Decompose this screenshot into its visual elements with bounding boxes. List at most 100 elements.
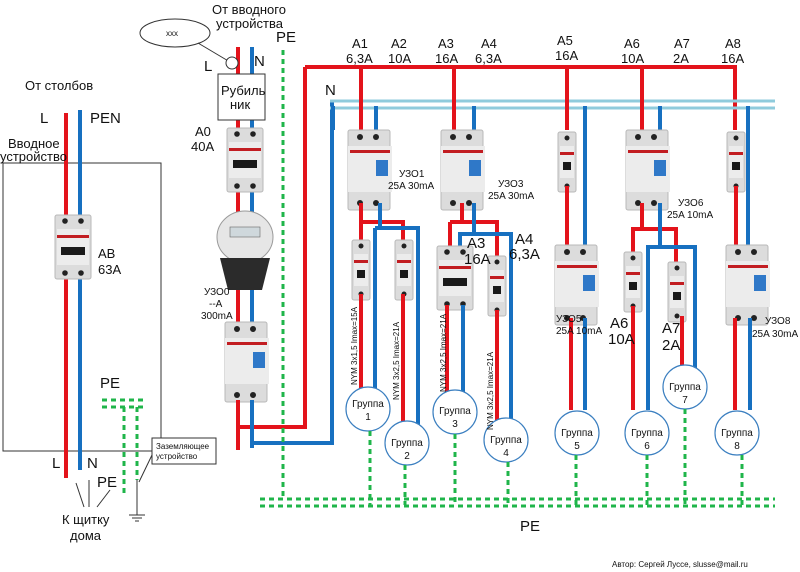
uzo5-name: УЗО5	[556, 314, 582, 325]
intro-device-label-2: устройство	[0, 149, 67, 164]
rcd-uzo1	[347, 129, 393, 211]
svg-text:1: 1	[365, 412, 371, 423]
ground-device-callout	[151, 437, 217, 465]
N-bus-label: N	[325, 82, 336, 99]
from-intro-label-2: устройства	[216, 16, 284, 31]
uzo6-name: УЗО6	[678, 198, 704, 209]
uzo1-spec: 25A 30mA	[388, 181, 434, 192]
a6-inline-name: A6	[610, 315, 628, 332]
svg-text:10A: 10A	[621, 51, 644, 66]
group-labels: Группа 1 Группа 2 Группа 3 Группа 4 Груп…	[352, 382, 753, 462]
uzo3-spec: 25A 30mA	[488, 191, 534, 202]
xxx-label: xxx	[166, 29, 178, 38]
svg-text:6,3A: 6,3A	[475, 51, 502, 66]
L-label-top: L	[40, 110, 48, 127]
svg-text:10A: 10A	[388, 51, 411, 66]
svg-text:5: 5	[574, 441, 580, 452]
svg-text:A8: A8	[725, 36, 741, 51]
a6-inline-rating: 10A	[608, 331, 635, 348]
pe-bus-label: PE	[520, 518, 540, 535]
L-label-bottom: L	[52, 455, 60, 472]
breaker-a7-inline	[667, 261, 687, 323]
a4-inline-name: A4	[515, 231, 533, 248]
svg-text:A5: A5	[557, 33, 573, 48]
svg-text:A4: A4	[481, 36, 497, 51]
ground-icon	[129, 514, 145, 522]
ground-device-label-1: Заземляющее	[156, 442, 210, 451]
a3-inline-rating: 16A	[464, 251, 491, 268]
svg-text:6,3A: 6,3A	[346, 51, 373, 66]
uzo8-spec: 25A 30mA	[752, 329, 798, 340]
uzo6-spec: 25A 10mA	[667, 210, 713, 221]
a0-rating: 40A	[191, 139, 214, 154]
switch-label-2: ник	[230, 97, 250, 112]
uzo3-name: УЗО3	[498, 179, 524, 190]
svg-text:Группа: Группа	[490, 435, 522, 446]
current-clamp-icon	[225, 56, 239, 70]
rcd-uzo6	[625, 129, 671, 211]
breaker-a2	[394, 239, 414, 301]
breaker-a6-inline	[623, 251, 643, 313]
switch-label-1: Рубиль	[221, 83, 266, 98]
uzo0-leak: 300mA	[201, 311, 233, 322]
rcd-uzo0	[224, 321, 270, 403]
breaker-a1	[351, 239, 371, 301]
to-panel-label-1: К щитку	[62, 512, 110, 527]
from-intro-label-1: От вводного	[212, 2, 286, 17]
svg-text:A7: A7	[674, 36, 690, 51]
svg-text:A3: A3	[438, 36, 454, 51]
uzo0-current: --A	[209, 299, 223, 310]
svg-text:8: 8	[734, 441, 740, 452]
electricity-meter	[216, 210, 274, 290]
a7-inline-rating: 2A	[662, 337, 680, 354]
breaker-a8	[726, 131, 746, 193]
to-panel-label-2: дома	[70, 528, 102, 543]
rcd-uzo3	[440, 129, 486, 211]
xxx-callout	[139, 18, 211, 48]
l-rail	[305, 65, 737, 130]
a3-inline-name: A3	[467, 235, 485, 252]
N-label-meter: N	[254, 53, 265, 70]
group-8	[714, 410, 760, 456]
PEN-label: PEN	[90, 110, 121, 127]
a0-name: A0	[195, 124, 211, 139]
svg-text:16A: 16A	[555, 48, 578, 63]
svg-text:A1: A1	[352, 36, 368, 51]
author-credit: Автор: Сергей Луссе, slusse@mail.ru	[612, 560, 748, 569]
uzo5-spec: 25A 10mA	[556, 326, 602, 337]
pe-label-top: PE	[276, 29, 296, 46]
l-feed-wire	[236, 67, 307, 429]
svg-text:Группа: Группа	[669, 382, 701, 393]
svg-text:Группа: Группа	[352, 399, 384, 410]
main-breaker-ab	[54, 214, 92, 280]
svg-text:A2: A2	[391, 36, 407, 51]
PE-label-bottom: PE	[97, 474, 117, 491]
ground-device-label-2: устройство	[156, 452, 198, 461]
svg-text:6: 6	[644, 441, 650, 452]
group-2	[384, 420, 430, 466]
cable-label-2: NYM 3x2,5 Imax=21A	[392, 321, 401, 400]
svg-text:7: 7	[682, 395, 688, 406]
svg-text:16A: 16A	[435, 51, 458, 66]
breaker-a5	[557, 131, 577, 193]
svg-text:A6: A6	[624, 36, 640, 51]
svg-text:Группа: Группа	[721, 428, 753, 439]
from-poles-label: От столбов	[25, 78, 93, 93]
group-4	[483, 417, 529, 463]
svg-text:Группа: Группа	[391, 438, 423, 449]
breaker-a0	[226, 127, 264, 193]
rcd-uzo8	[725, 244, 771, 326]
group-1	[345, 386, 391, 432]
cable-label-3: NYM 3x2,5 Imax=21A	[439, 313, 448, 392]
uzo1-name: УЗО1	[399, 169, 425, 180]
svg-text:4: 4	[503, 448, 509, 459]
svg-text:2A: 2A	[673, 51, 689, 66]
ab-name: АВ	[98, 246, 115, 261]
N-label-bottom: N	[87, 455, 98, 472]
a7-inline-name: A7	[662, 320, 680, 337]
svg-text:Группа: Группа	[439, 406, 471, 417]
pe-drops	[368, 409, 744, 505]
svg-text:3: 3	[452, 419, 458, 430]
intro-device-label-1: Вводное	[8, 136, 60, 151]
